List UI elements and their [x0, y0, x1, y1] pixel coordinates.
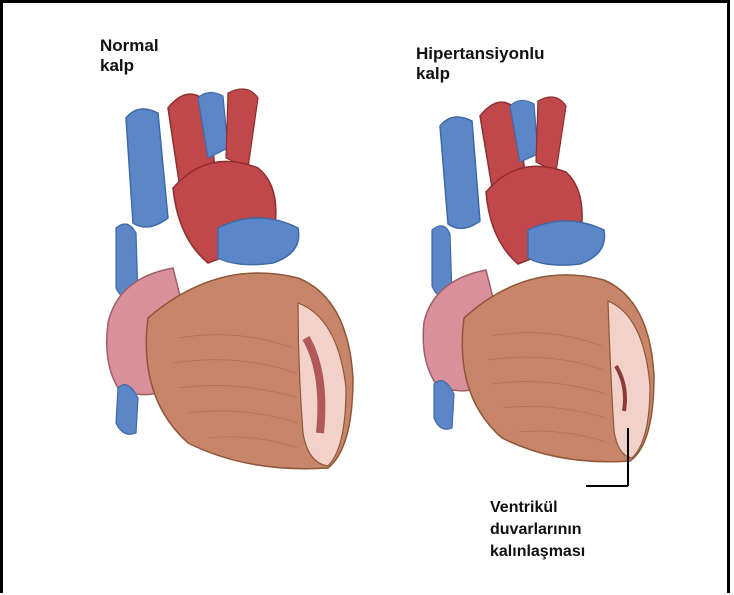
wall-thickening-callout-label: Ventrikül duvarlarının kalınlaşması: [490, 497, 585, 563]
callout-label-line-3: kalınlaşması: [490, 541, 585, 563]
callout-label-line-1: Ventrikül: [490, 497, 585, 519]
callout-label-line-2: duvarlarının: [490, 519, 585, 541]
